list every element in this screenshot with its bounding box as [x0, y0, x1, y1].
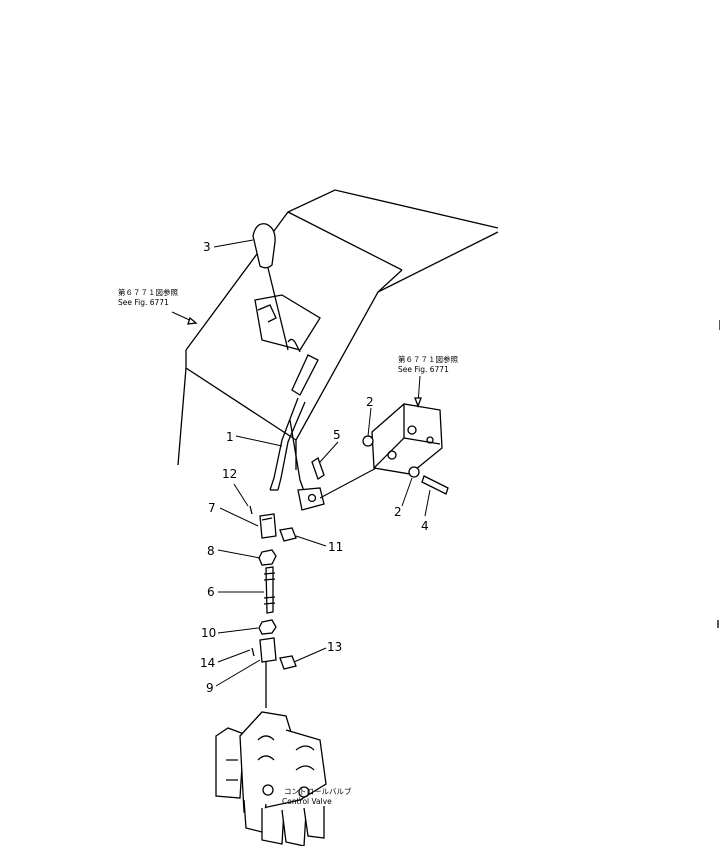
part-number-1: 1 [226, 430, 234, 444]
part-number-6: 6 [207, 585, 215, 599]
note-right-en: See Fig. 6771 [398, 365, 449, 374]
part-number-8: 8 [207, 544, 215, 558]
part-number-9: 9 [206, 681, 214, 695]
clevis-9 [251, 637, 297, 708]
note-right-jp: 第６７７１図参照 [398, 354, 458, 364]
note-left-jp: 第６７７１図参照 [118, 287, 178, 297]
part-number-11: 11 [328, 540, 343, 554]
lever-knob [252, 223, 289, 351]
part-number-13: 13 [327, 640, 342, 654]
note-valve-jp: コントロールバルブ [284, 786, 352, 796]
part-number-12: 12 [222, 467, 237, 481]
part-number-7: 7 [208, 501, 216, 515]
rod-6 [263, 566, 276, 614]
part-number-5: 5 [333, 428, 341, 442]
control-valve [215, 711, 327, 846]
part-number-2-lower: 2 [394, 505, 402, 519]
part-number-14: 14 [200, 656, 215, 670]
console-cover [177, 189, 720, 628]
part-number-2-upper: 2 [366, 395, 374, 409]
pin-5 [311, 456, 325, 481]
clevis-7 [259, 513, 297, 542]
cotter-12 [249, 505, 253, 515]
part-number-4: 4 [421, 519, 429, 533]
note-left-en: See Fig. 6771 [118, 298, 169, 307]
part-number-labels: 3 1 5 2 2 4 12 7 11 8 6 10 13 14 9 [200, 240, 429, 695]
reference-notes: 第６７７１図参照 See Fig. 6771 第６７７１図参照 See Fig.… [118, 287, 458, 806]
note-valve-en: Control Valve [282, 797, 332, 806]
nut-8 [258, 549, 277, 566]
nut-10 [258, 619, 277, 635]
part-number-3: 3 [203, 240, 211, 254]
leader-lines [171, 239, 431, 687]
part-number-10: 10 [201, 626, 216, 640]
valve-block [362, 403, 449, 495]
control-lever [269, 338, 381, 511]
